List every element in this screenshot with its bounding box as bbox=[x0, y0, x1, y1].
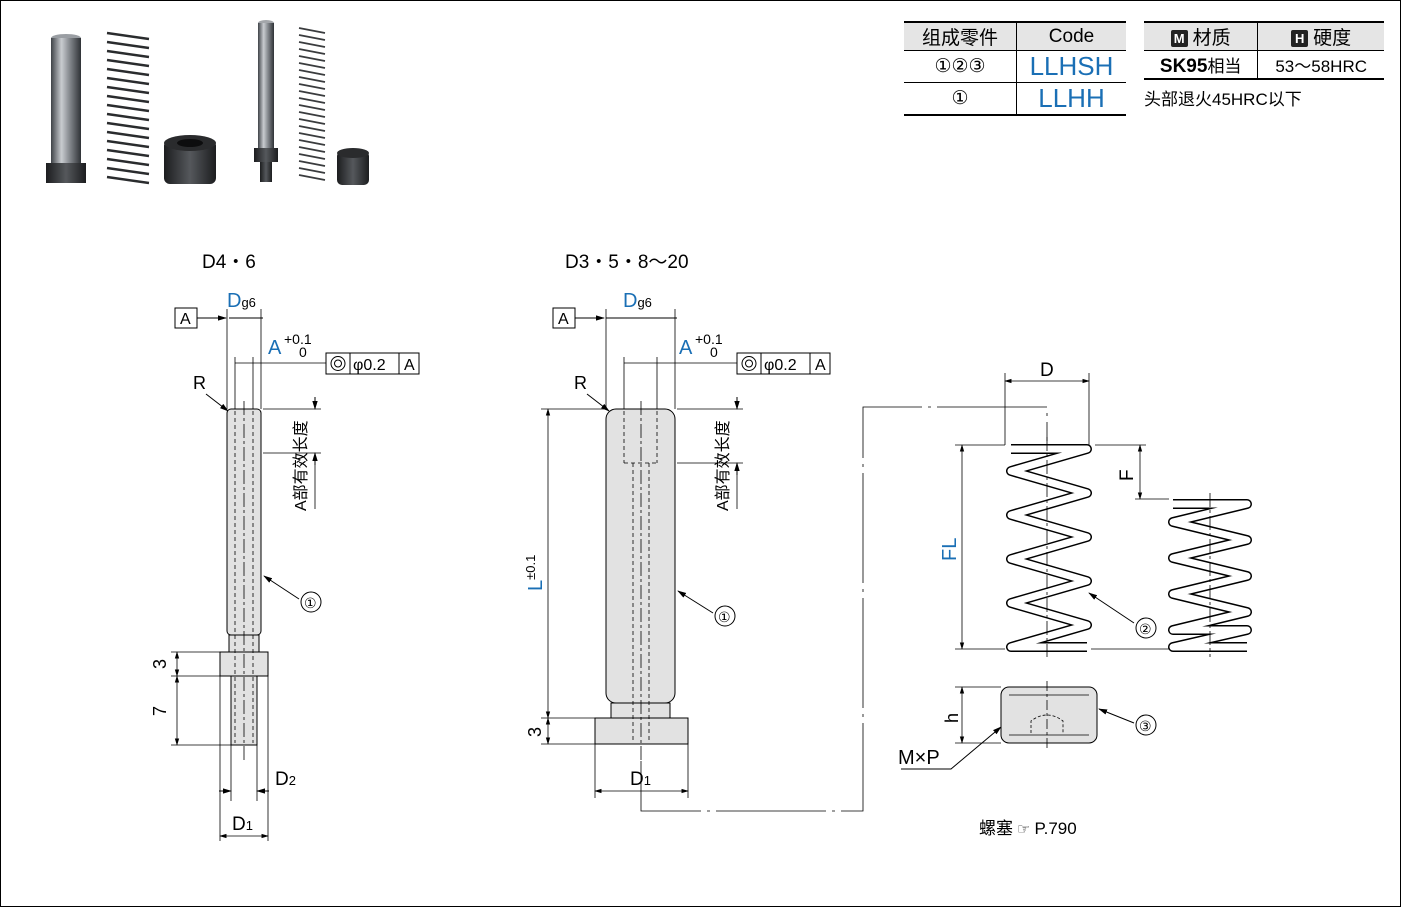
d2-left: D2 bbox=[275, 769, 296, 790]
middle-title: D3・5・8～20 bbox=[565, 252, 689, 273]
a-tol-plus-middle: +0.1 bbox=[695, 331, 723, 347]
callout-1-left: ① bbox=[304, 595, 317, 611]
radius-left: R bbox=[193, 373, 206, 393]
pin-body-middle bbox=[605, 408, 676, 704]
radius-middle: R bbox=[574, 373, 587, 393]
callout-3: ③ bbox=[1139, 718, 1152, 734]
dim-7-left: 7 bbox=[150, 706, 170, 716]
left-drawing: D4・6 A Dg6 A +0.1 0 φ0.2 A R bbox=[150, 252, 420, 841]
spring-d: D bbox=[1040, 360, 1054, 381]
material-suffix: 相当 bbox=[1207, 56, 1242, 76]
plug-h: h bbox=[942, 713, 962, 723]
product-photo bbox=[46, 20, 369, 185]
datum-a-middle: A bbox=[558, 311, 569, 328]
runout-datum-left: A bbox=[404, 357, 415, 374]
material-header-label: 材质 bbox=[1192, 28, 1231, 49]
hardness-cell: 53～58HRC bbox=[1257, 50, 1384, 80]
header-parts: 组成零件 bbox=[904, 21, 1017, 51]
spring-fl: FL bbox=[939, 538, 961, 561]
spring-f: F bbox=[1117, 469, 1138, 481]
effective-length-middle: A部有效长度 bbox=[714, 420, 732, 511]
spring-drawing: D F FL ② bbox=[939, 360, 1252, 657]
reference-page[interactable]: P.790 bbox=[1034, 819, 1077, 838]
row-code: LLHSH bbox=[1016, 50, 1126, 83]
hardness-header-label: 硬度 bbox=[1313, 28, 1352, 49]
plug-large-photo bbox=[164, 135, 216, 184]
a-tol-plus-left: +0.1 bbox=[284, 331, 312, 347]
plug-mxp: M×P bbox=[898, 747, 940, 769]
a-tol-zero-left: 0 bbox=[299, 344, 307, 360]
a-tol-zero-middle: 0 bbox=[710, 344, 718, 360]
runout-left: φ0.2 bbox=[353, 357, 386, 374]
material-note: 头部退火45HRC以下 bbox=[1144, 90, 1302, 109]
row-parts: ① bbox=[904, 82, 1017, 116]
row-code: LLHH bbox=[1016, 82, 1126, 116]
reference-label: 螺塞 bbox=[979, 819, 1013, 838]
a-tol-left: A bbox=[268, 337, 282, 359]
callout-2: ② bbox=[1139, 621, 1152, 637]
guide-pin-small-photo bbox=[254, 20, 278, 182]
spring-large-photo bbox=[106, 31, 150, 185]
hardness-badge-icon: H bbox=[1291, 30, 1309, 47]
material-badge-icon: M bbox=[1170, 30, 1188, 47]
runout-middle: φ0.2 bbox=[764, 357, 797, 374]
d1-middle: D1 bbox=[630, 769, 651, 790]
pin-head-middle bbox=[594, 717, 689, 745]
effective-length-left: A部有效长度 bbox=[292, 420, 310, 511]
guide-pin-large-photo bbox=[46, 34, 86, 183]
a-tol-middle: A bbox=[679, 337, 693, 359]
middle-drawing: D3・5・8～20 A Dg6 A +0.1 0 φ0.2 A R bbox=[523, 252, 1048, 812]
dim-3-middle: 3 bbox=[525, 727, 545, 737]
pointing-hand-icon: ☞ bbox=[1017, 821, 1031, 838]
left-title: D4・6 bbox=[202, 252, 256, 273]
row-parts: ①②③ bbox=[904, 50, 1017, 83]
dim-3-left: 3 bbox=[150, 659, 170, 669]
spring-free bbox=[1006, 444, 1092, 652]
spring-small-photo bbox=[298, 27, 326, 181]
d1-left: D1 bbox=[232, 814, 253, 835]
plug-drawing: h M×P ③ bbox=[898, 681, 1157, 770]
dg6-middle: Dg6 bbox=[623, 290, 652, 312]
material-grade: SK95 bbox=[1159, 55, 1208, 77]
runout-datum-middle: A bbox=[815, 357, 826, 374]
callout-1-middle: ① bbox=[718, 609, 731, 625]
datum-a-left: A bbox=[180, 311, 191, 328]
dg6-left: Dg6 bbox=[227, 290, 256, 312]
header-code: Code bbox=[1016, 21, 1126, 51]
plug-reference[interactable]: 螺塞☞P.790 bbox=[979, 814, 1077, 839]
material-cell: SK95相当 bbox=[1144, 50, 1258, 80]
l-dim-middle: L±0.1 bbox=[523, 555, 547, 591]
components-table: 组成零件 Code ①②③ LLHSH ① LLHH bbox=[904, 21, 1126, 116]
plug-small-photo bbox=[337, 148, 369, 185]
